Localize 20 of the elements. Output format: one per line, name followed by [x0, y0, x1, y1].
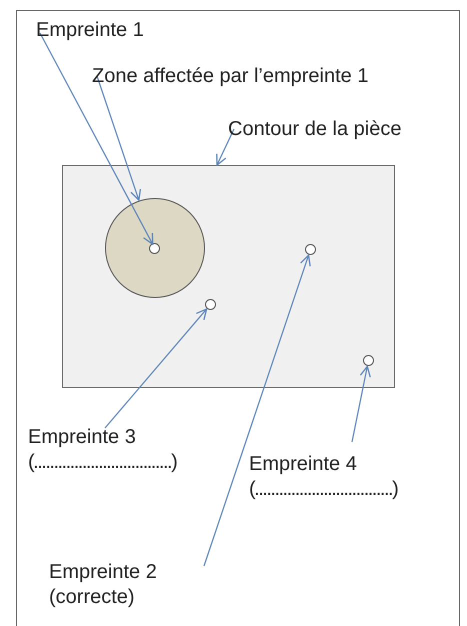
indentation-mark — [304, 244, 316, 254]
fill-in-blank: (..................................) — [249, 477, 398, 502]
indentation-mark — [362, 354, 374, 366]
callout-label: Empreinte 3 — [28, 425, 136, 450]
callout-label: Contour de la pièce — [228, 117, 402, 142]
fill-in-blank: (..................................) — [28, 450, 176, 475]
callout-label: Empreinte 4 — [249, 452, 357, 477]
leader-arrow — [39, 32, 154, 245]
callout-label: Empreinte 1 — [36, 18, 144, 43]
indentation-mark — [149, 243, 160, 254]
leader-arrow — [216, 128, 235, 166]
callout-label: (correcte) — [49, 585, 135, 610]
leader-arrow — [351, 366, 371, 442]
leader-arrow — [104, 308, 208, 428]
callout-label: Zone affectée par l’empreinte 1 — [92, 64, 368, 89]
part-outline — [62, 165, 395, 388]
callout-label: Empreinte 2 — [49, 560, 157, 585]
leader-arrow — [96, 76, 142, 201]
indentation-mark — [204, 298, 216, 310]
leader-arrow — [203, 254, 311, 566]
